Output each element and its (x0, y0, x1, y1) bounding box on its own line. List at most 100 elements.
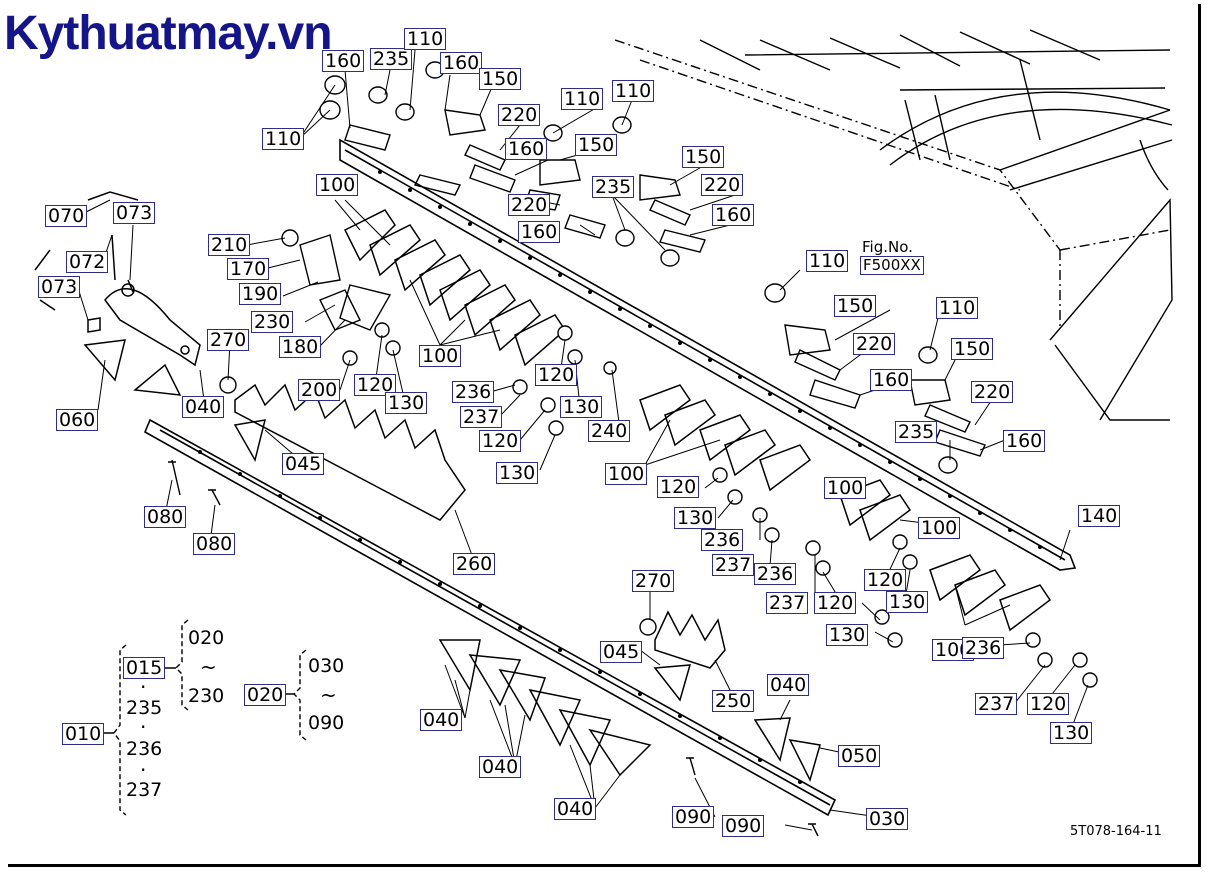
callout[interactable]: 090 (722, 815, 765, 837)
callout[interactable]: 130 (496, 462, 539, 484)
callout[interactable]: 100 (824, 477, 867, 499)
callout[interactable]: 160 (1003, 430, 1046, 452)
callout[interactable]: 130 (674, 507, 717, 529)
assembly-root[interactable]: 010 (62, 723, 105, 745)
callout[interactable]: 045 (282, 453, 325, 475)
knife-section-250 (654, 610, 726, 669)
callout[interactable]: 120 (814, 592, 857, 614)
callout[interactable]: 237 (766, 592, 809, 614)
callout[interactable]: 140 (1078, 505, 1121, 527)
callout[interactable]: 160 (712, 204, 755, 226)
assembly-group-b[interactable]: 020 (244, 684, 287, 706)
extra-part-237: 237 (126, 779, 163, 801)
callout[interactable]: 070 (45, 205, 88, 227)
callout[interactable]: 100 (419, 345, 462, 367)
bolts-080-090 (168, 459, 819, 837)
callout[interactable]: 040 (182, 396, 225, 418)
callout[interactable]: 220 (853, 333, 896, 355)
callout[interactable]: 180 (279, 336, 322, 358)
guards-100 (343, 209, 1052, 632)
callout[interactable]: 160 (440, 52, 483, 74)
callout[interactable]: 120 (535, 364, 578, 386)
callout[interactable]: 110 (561, 88, 604, 110)
callout[interactable]: 130 (1050, 722, 1093, 744)
callout[interactable]: 130 (886, 591, 929, 613)
group-a-to: 230 (188, 685, 225, 707)
callout[interactable]: 235 (592, 176, 635, 198)
callout[interactable]: 100 (605, 463, 648, 485)
callout[interactable]: 040 (554, 798, 597, 820)
callout[interactable]: 045 (600, 641, 643, 663)
group-b-from: 030 (308, 655, 345, 677)
callout[interactable]: 072 (66, 251, 109, 273)
callout[interactable]: 073 (38, 276, 81, 298)
callout[interactable]: 040 (479, 756, 522, 778)
callout[interactable]: 030 (866, 808, 909, 830)
callout[interactable]: 170 (227, 258, 270, 280)
callout[interactable]: 150 (479, 68, 522, 90)
callout[interactable]: 210 (208, 234, 251, 256)
callout[interactable]: 060 (56, 409, 99, 431)
callout[interactable]: 230 (251, 311, 294, 333)
callout[interactable]: 120 (1027, 693, 1070, 715)
fig-label: Fig.No. (862, 238, 913, 256)
callout[interactable]: 120 (657, 476, 700, 498)
extra-part-235: 235 (126, 697, 163, 719)
callout[interactable]: 160 (322, 50, 365, 72)
callout[interactable]: 236 (754, 563, 797, 585)
callout[interactable]: 120 (479, 430, 522, 452)
callout[interactable]: 050 (838, 745, 881, 767)
callout[interactable]: 040 (767, 674, 810, 696)
callout[interactable]: 220 (498, 104, 541, 126)
callout[interactable]: 200 (298, 379, 341, 401)
callout[interactable]: 270 (632, 570, 675, 592)
drawing-number: 5T078-164-11 (1070, 824, 1162, 839)
callout[interactable]: 240 (588, 420, 631, 442)
group-a-from: 020 (188, 627, 225, 649)
callout[interactable]: 160 (518, 221, 561, 243)
callout[interactable]: 110 (936, 297, 979, 319)
callout[interactable]: 235 (370, 48, 413, 70)
callout[interactable]: 220 (508, 194, 551, 216)
callout[interactable]: 110 (404, 28, 447, 50)
callout[interactable]: 100 (316, 174, 359, 196)
callout[interactable]: 120 (354, 374, 397, 396)
callout[interactable]: 110 (262, 128, 305, 150)
callout[interactable]: 220 (701, 174, 744, 196)
callout[interactable]: 270 (207, 329, 250, 351)
callout[interactable]: 160 (870, 369, 913, 391)
callout[interactable]: 160 (505, 138, 548, 160)
callout[interactable]: 130 (385, 392, 428, 414)
callout[interactable]: 130 (560, 396, 603, 418)
callout[interactable]: 073 (113, 202, 156, 224)
callout[interactable]: 237 (712, 554, 755, 576)
callout[interactable]: 080 (144, 506, 187, 528)
callout[interactable]: 190 (239, 283, 282, 305)
callout[interactable]: 260 (453, 553, 496, 575)
group-b-to: 090 (308, 712, 345, 734)
callout[interactable]: 237 (975, 693, 1018, 715)
dot-separator: · (140, 675, 147, 699)
callout[interactable]: 130 (826, 624, 869, 646)
range-symbol-a: ~ (200, 655, 217, 679)
callout[interactable]: 150 (682, 146, 725, 168)
callout[interactable]: 236 (701, 529, 744, 551)
callout[interactable]: 110 (806, 250, 849, 272)
callout[interactable]: 110 (612, 80, 655, 102)
knife-section-260 (234, 383, 466, 521)
callout[interactable]: 250 (712, 690, 755, 712)
callout[interactable]: 237 (460, 406, 503, 428)
callout[interactable]: 235 (895, 421, 938, 443)
callout[interactable]: 236 (962, 637, 1005, 659)
callout[interactable]: 090 (672, 806, 715, 828)
callout[interactable]: 040 (420, 709, 463, 731)
callout[interactable]: 150 (834, 295, 877, 317)
callout[interactable]: 220 (971, 381, 1014, 403)
callout[interactable]: 150 (575, 134, 618, 156)
assembly-group-a[interactable]: 015 (123, 657, 166, 679)
callout[interactable]: 236 (452, 381, 495, 403)
callout[interactable]: 100 (918, 517, 961, 539)
callout[interactable]: 080 (193, 533, 236, 555)
callout[interactable]: 120 (864, 569, 907, 591)
callout[interactable]: 150 (951, 338, 994, 360)
